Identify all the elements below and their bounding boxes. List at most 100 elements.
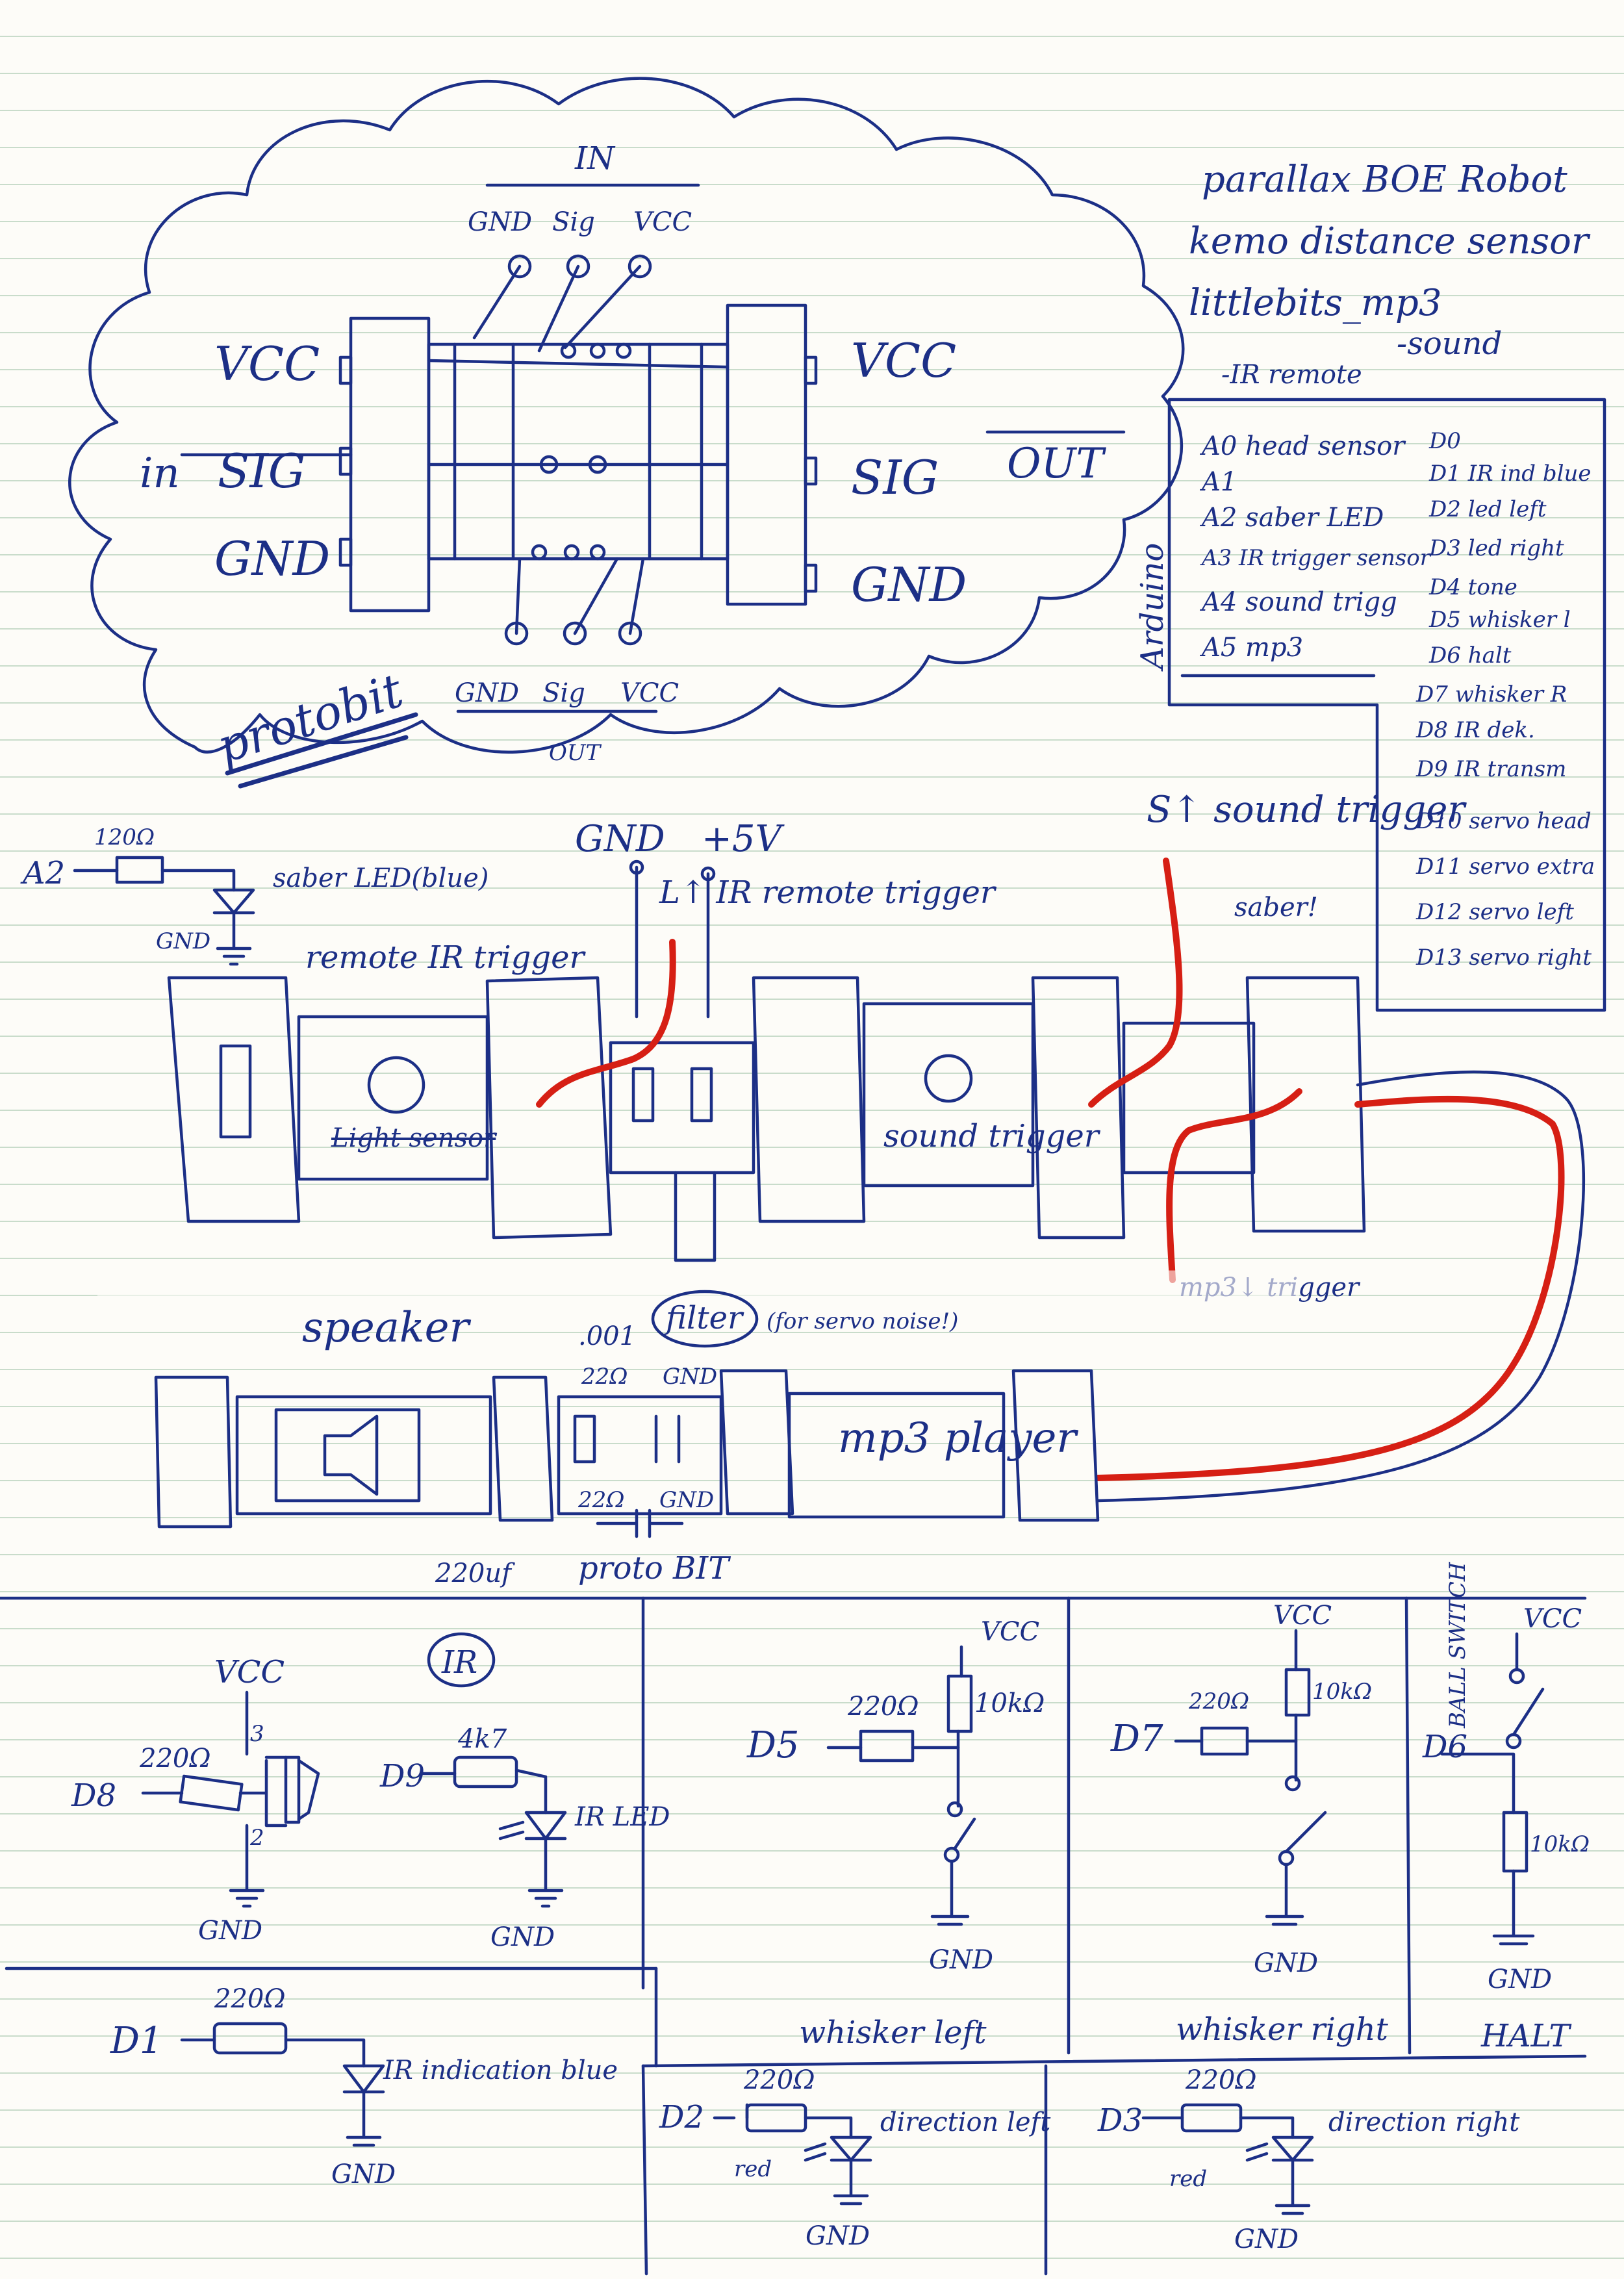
plus-5v-label: +5V	[702, 818, 785, 860]
resistor-22-bottom: 22Ω	[577, 1487, 624, 1513]
arduino-d2: D2 led left	[1428, 496, 1547, 522]
saber-pin: A2	[20, 855, 65, 891]
direction-left-gnd: GND	[806, 2221, 870, 2251]
protobit-in-prefix: in	[140, 450, 180, 498]
ir-receiver-pin3: 3	[250, 1721, 264, 1747]
cap-220uf-label: 220uf	[435, 1559, 515, 1588]
ir-led-label: IR LED	[574, 1802, 670, 1832]
protobit-out-pin-sig: Sig	[542, 678, 585, 708]
ir-receiver-circuit	[141, 1632, 496, 1908]
remote-ir-trigger-label: remote IR trigger	[305, 939, 587, 976]
saber-gnd: GND	[156, 928, 210, 954]
resistor-22-top: 22Ω	[581, 1364, 628, 1390]
direction-right-resistor: 220Ω	[1185, 2065, 1257, 2095]
arduino-d11: D11 servo extra	[1415, 854, 1595, 880]
arduino-a1: A1	[1199, 467, 1237, 497]
halt-gnd: GND	[1488, 1965, 1552, 1994]
protobit-in-pin-sig: Sig	[552, 207, 595, 237]
arduino-a5: A5 mp3	[1199, 633, 1303, 663]
protobit-name: protobit	[210, 663, 410, 774]
protobit-out-title: OUT	[549, 740, 602, 766]
arduino-d7: D7 whisker R	[1415, 681, 1567, 707]
saber-note: saber!	[1234, 893, 1318, 923]
whisker-right-pin: D7	[1110, 1718, 1163, 1760]
ir-receiver-gnd: GND	[198, 1916, 262, 1946]
arduino-d3: D3 led right	[1428, 535, 1564, 561]
note-line-2: kemo distance sensor	[1189, 220, 1591, 262]
ir-indicator-pin: D1	[110, 2020, 163, 2062]
arduino-pin-table	[1167, 398, 1606, 1012]
ir-indicator-gnd: GND	[331, 2159, 396, 2189]
direction-left-circuit	[713, 2103, 872, 2206]
arduino-d4: D4 tone	[1428, 574, 1517, 600]
whisker-left-pullup: 10kΩ	[974, 1688, 1045, 1718]
ir-led-gnd: GND	[490, 1922, 555, 1952]
direction-left-color: red	[734, 2156, 772, 2182]
halt-title: HALT	[1480, 2018, 1571, 2054]
arduino-d6: D6 halt	[1428, 643, 1512, 668]
in-pin-circles	[504, 254, 652, 646]
wire-to-bottom-row	[1095, 1070, 1585, 1503]
ir-led-pin: D9	[379, 1758, 425, 1794]
note-line-4: -IR remote	[1221, 360, 1362, 390]
ir-indicator-label: IR indication blue	[383, 2056, 618, 2085]
arduino-a2: A2 saber LED	[1199, 503, 1384, 533]
speaker-label: speaker	[302, 1304, 472, 1352]
direction-left-label: direction left	[880, 2107, 1051, 2137]
whisker-left-pin: D5	[746, 1724, 800, 1766]
ir-receiver-resistor: 220Ω	[139, 1744, 211, 1774]
whisker-left-gnd: GND	[929, 1945, 993, 1975]
arduino-d0: D0	[1428, 428, 1461, 454]
whisker-right-vcc: VCC	[1273, 1601, 1332, 1631]
cap-small-label: .001	[578, 1321, 636, 1351]
direction-left-pin: D2	[659, 2099, 704, 2135]
protobit-right-sig: SIG	[851, 450, 939, 505]
protobit-out-suffix: OUT	[1007, 440, 1106, 488]
halt-resistor: 10kΩ	[1530, 1831, 1590, 1857]
whisker-left-circuit	[826, 1645, 976, 1926]
arduino-a0: A0 head sensor	[1199, 431, 1406, 461]
ir-badge: IR	[441, 1644, 477, 1681]
protobit-left-sig: SIG	[218, 444, 305, 498]
whisker-right-circuit	[1174, 1629, 1327, 1926]
protobit-label: proto BIT	[578, 1550, 731, 1586]
saber-led-circuit	[73, 856, 255, 966]
ir-remote-trigger-label: L↑ IR remote trigger	[659, 874, 997, 911]
arduino-a3: A3 IR trigger sensor	[1200, 545, 1432, 571]
crossed-light-sensor: Light sensor	[331, 1123, 498, 1153]
protobit-left-gnd: GND	[214, 531, 330, 586]
ir-led-circuit	[420, 1755, 567, 1908]
filter-label: filter	[664, 1300, 744, 1336]
servo-noise-note: (for servo noise!)	[767, 1308, 958, 1334]
ir-receiver-pin: D8	[71, 1777, 116, 1814]
note-line-1: parallax BOE Robot	[1202, 159, 1567, 201]
gnd-label: GND	[575, 818, 665, 860]
arduino-a4: A4 sound trigg	[1199, 587, 1397, 617]
saber-resistor: 120Ω	[94, 824, 155, 850]
whisker-right-resistor: 220Ω	[1188, 1688, 1249, 1714]
top-row-red-wires	[536, 858, 1302, 1283]
arduino-d13: D13 servo right	[1415, 945, 1592, 971]
saber-led-label: saber LED(blue)	[273, 863, 488, 893]
littlebits-bottom-row	[154, 1290, 1100, 1538]
arduino-d8: D8 IR dek.	[1415, 717, 1535, 743]
whisker-right-title: whisker right	[1176, 2011, 1389, 2048]
gnd-top: GND	[663, 1364, 717, 1390]
ir-indicator-circuit	[180, 2022, 385, 2147]
arduino-d9: D9 IR transm	[1415, 756, 1566, 782]
arduino-title: Arduino	[1134, 543, 1171, 672]
protobit-bubble	[68, 77, 1185, 789]
mp3-player-label: mp3 player	[838, 1414, 1078, 1462]
protobit-right-vcc: VCC	[851, 333, 956, 388]
littlebits-top-row	[167, 859, 1366, 1262]
note-line-3: littlebits_mp3	[1189, 282, 1441, 324]
direction-right-label: direction right	[1328, 2107, 1520, 2137]
arduino-d5: D5 whisker l	[1428, 607, 1571, 633]
ir-receiver-pin2: 2	[249, 1825, 264, 1851]
ir-led-resistor: 4k7	[457, 1724, 507, 1754]
direction-right-pin: D3	[1097, 2102, 1143, 2139]
sound-trigger-label: sound trigger	[883, 1118, 1101, 1154]
halt-switch: BALL SWITCH	[1445, 1561, 1471, 1729]
